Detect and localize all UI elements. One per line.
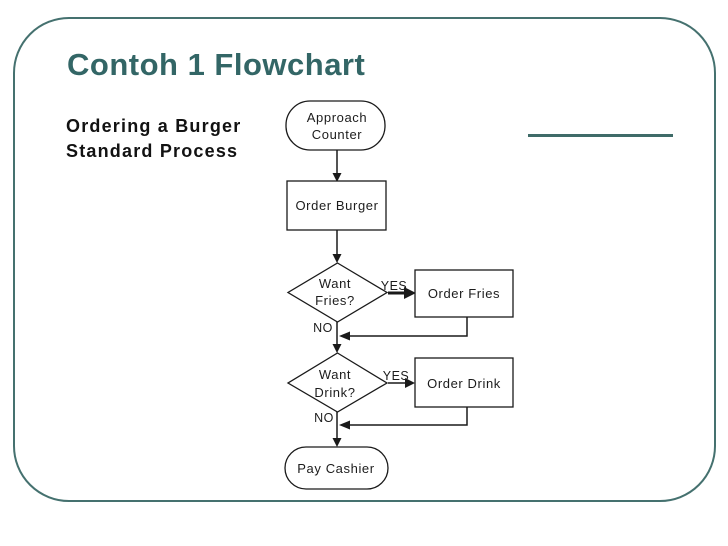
process-shape: [414, 269, 514, 318]
caption-line-2: Standard Process: [66, 141, 239, 161]
arrowhead-down-icon: [332, 438, 342, 447]
flow-connectors: [332, 150, 468, 447]
node-want-fries-line2: Fries?: [315, 293, 355, 308]
node-approach-counter-line1: Approach: [307, 110, 367, 125]
divider-line: [528, 134, 673, 137]
arrowhead-down-icon: [332, 173, 342, 182]
node-pay-cashier: Pay Cashier: [284, 446, 389, 490]
flowchart-caption: Ordering a Burger Standard Process: [66, 114, 241, 164]
node-order-burger: Order Burger: [286, 180, 387, 231]
arrowhead-right-icon: [405, 378, 415, 388]
node-order-drink-label: Order Drink: [427, 376, 501, 391]
node-want-drink: Want Drink?: [286, 352, 389, 413]
caption-line-1: Ordering a Burger: [66, 116, 242, 136]
node-pay-cashier-label: Pay Cashier: [297, 461, 374, 476]
node-want-drink-line1: Want: [319, 367, 351, 382]
slide-border-frame: [13, 17, 716, 502]
label-no-drink: NO: [314, 411, 334, 425]
node-approach-counter-line2: Counter: [312, 127, 363, 142]
arrowhead-down-icon: [332, 254, 342, 263]
slide-title: Contoh 1 Flowchart: [67, 47, 366, 82]
edge-fries-return: [347, 317, 468, 337]
node-want-drink-line2: Drink?: [314, 385, 355, 400]
arrowhead-left-icon: [339, 331, 350, 341]
decision-shape: [286, 262, 389, 323]
node-want-fries: Want Fries?: [286, 262, 389, 323]
arrowhead-down-icon: [332, 344, 342, 353]
edge-drink-return: [347, 407, 468, 426]
node-order-fries-label: Order Fries: [428, 286, 500, 301]
terminator-shape: [285, 100, 386, 151]
label-yes-drink: YES: [383, 369, 410, 383]
terminator-shape: [284, 446, 389, 490]
label-no-fries: NO: [313, 321, 333, 335]
process-shape: [414, 357, 514, 408]
arrowhead-right-icon: [404, 287, 416, 299]
process-shape: [286, 180, 387, 231]
node-order-fries: Order Fries: [414, 269, 514, 318]
decision-shape: [286, 352, 389, 413]
node-want-fries-line1: Want: [319, 276, 351, 291]
node-order-drink: Order Drink: [414, 357, 514, 408]
label-yes-fries: YES: [381, 279, 408, 293]
arrowhead-left-icon: [339, 420, 350, 430]
node-order-burger-label: Order Burger: [295, 198, 378, 213]
flow-edge-labels: YES NO YES NO: [313, 279, 409, 425]
node-approach-counter: Approach Counter: [285, 100, 386, 151]
